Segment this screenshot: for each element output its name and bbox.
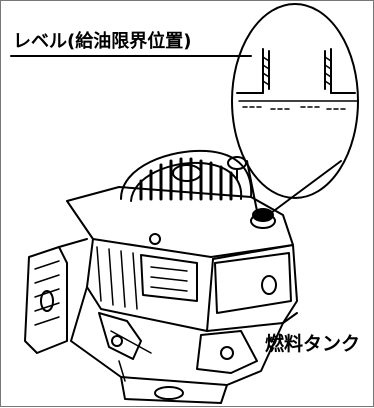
magnifier-pointer-right bbox=[270, 160, 342, 214]
magnifier-pointer-left bbox=[246, 160, 258, 212]
filler-neck-detail bbox=[236, 48, 358, 110]
engine-body bbox=[24, 186, 298, 404]
fuel-tank-label: 燃料タンク bbox=[265, 333, 361, 355]
magnifier-circle bbox=[231, 3, 359, 199]
fuel-filler-cap bbox=[250, 208, 276, 229]
fuel-level-label: レベル(給油限界位置) bbox=[13, 31, 192, 52]
recoil-starter bbox=[120, 149, 253, 202]
